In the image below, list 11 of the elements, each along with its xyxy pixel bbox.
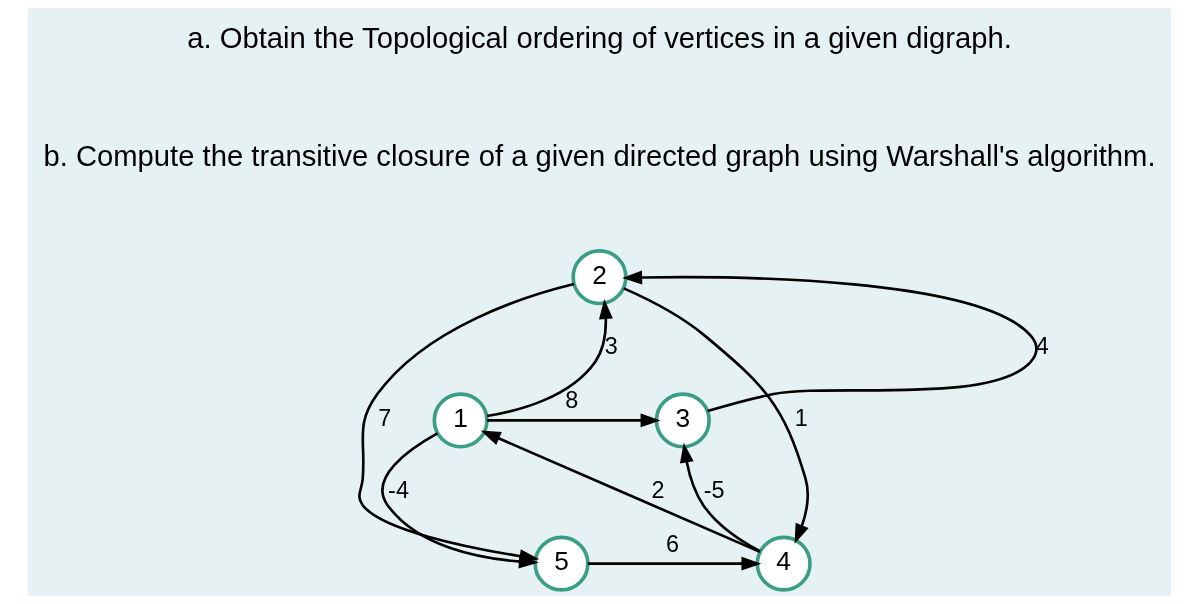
edge-label: -4 [387,476,409,503]
edge-label: 2 [650,476,664,503]
edge-label: 6 [665,530,679,557]
edge-label: 8 [564,387,578,414]
edge-label: -5 [703,476,725,503]
label: a. Obtain the Topological ordering of vertices in a given digraph. [186,21,1012,54]
label: b. Compute the transitive closure of a given directed graph using Warshall's algorithm. [42,140,1156,173]
edge-label: 3 [604,333,618,360]
edge-label: 7 [377,404,391,431]
edge-label: 1 [794,404,808,431]
edge-label: 4 [1035,333,1049,360]
